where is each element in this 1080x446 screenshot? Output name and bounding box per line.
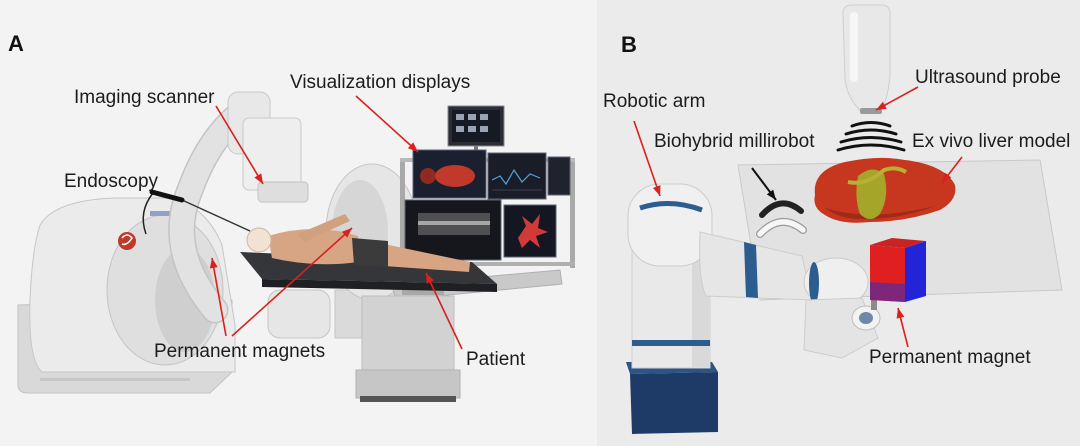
logo-mark-swirl [121,234,133,246]
label-ultrasound-probe: Ultrasound probe [915,67,1061,88]
table-edge [262,279,497,292]
arrow-patient [425,272,463,350]
millirobot-light-arc [757,219,806,237]
wave-1 [850,121,892,128]
ex-vivo-liver [814,157,956,223]
label-permanent-magnets: Permanent magnets [154,341,325,362]
arm-wrist-ring [859,312,873,324]
label-patient: Patient [466,349,526,370]
monitor-side-view [547,156,571,196]
wave-4 [836,143,906,152]
label-permanent-magnet: Permanent magnet [869,347,1031,368]
housing-label-plate [150,211,172,216]
c-arm-curve [169,98,257,322]
label-imaging-scanner: Imaging scanner [74,87,215,108]
arrow-permanent-magnet-left-head [209,258,218,269]
arrow-ex-vivo-liver-model-head [942,172,952,183]
label-endoscopy: Endoscopy [64,171,159,192]
liver-shading [825,206,935,220]
arm-wrist-shaft [871,300,877,310]
label-biohybrid-millirobot: Biohybrid millirobot [654,131,815,152]
panel-a-arrows [209,95,463,350]
ultrasound-waves [836,121,906,152]
arrow-permanent-magnet-left [211,257,227,337]
arrow-permanent-magnet-right [231,227,353,337]
monitor-liver-view-circle [420,168,436,184]
patient-figure [246,214,470,272]
millirobot-dark-arc [759,200,804,218]
probe-highlight [850,12,858,82]
arrow-robotic-arm-head [652,185,661,196]
thumb [480,114,488,120]
monitor-signal-view [487,152,547,200]
arrow-imaging-scanner [215,105,264,185]
patient-head [246,227,272,253]
label-robotic-arm: Robotic arm [603,91,705,112]
arrow-biohybrid-millirobot-head [766,189,776,200]
monitor-vessel-shape [518,214,548,248]
thumb [480,126,488,132]
wave-2 [844,128,898,136]
robotic-arm [626,183,881,434]
panel-b: B Robotic arm Biohybrid millirobot Ultra… [597,0,1080,446]
patient-shorts [352,238,388,267]
magnet-blue-band [870,282,905,302]
top-monitor-thumbnails [456,114,488,132]
label-visualization-displays: Visualization displays [290,72,470,93]
display-frame-right-post [570,160,575,268]
biohybrid-millirobot [756,200,807,238]
arm-column-ring [632,340,710,346]
arrow-robotic-arm [633,120,661,197]
magnet-blue-face [905,241,926,302]
ultrasound-probe [836,4,906,152]
patient-arm [298,214,350,242]
imaging-scanner [168,91,331,339]
arrow-patient-head [426,273,434,284]
endoscope-cable [142,192,154,235]
arrow-imaging-scanner-head [254,173,263,184]
table-base-foot [360,396,456,402]
arm-base-front [630,372,718,434]
table-pedestal [361,295,455,373]
display-frame-left-post [400,158,405,270]
display-frame-bottom-bar [400,262,575,266]
base-vent-strip [40,378,190,381]
arm-upper-link-ring [744,242,758,298]
scanner-detector [242,117,302,191]
table-base [355,369,461,399]
monitor-signal-trace [491,168,541,186]
visualization-displays [400,105,575,270]
permanent-magnet-cube [870,238,926,302]
arrow-permanent-magnet-head [896,308,905,319]
label-ex-vivo-liver-model: Ex vivo liver model [912,131,1070,152]
panel-b-letter: B [621,32,637,57]
arrow-visualization-displays [355,95,419,153]
arrow-permanent-magnet-right-head [341,228,352,238]
arrow-ultrasound-probe-head [876,101,887,110]
patient-legs [384,244,470,272]
liver-vessel [847,166,908,185]
endoscope [142,189,251,235]
thumb [468,126,476,132]
panel-a-letter: A [8,31,24,56]
panel-a: A Imaging scanner Visualization displays… [8,31,575,402]
thumb [456,126,464,132]
endoscope-handle [149,189,185,203]
arm-elbow-ring [809,262,819,304]
scanner-detector-face [257,181,309,203]
thumb [456,114,464,120]
monitor-ultrasound-band-bright [418,221,490,225]
arrow-visualization-displays-head [407,142,418,152]
panel-b-arrows [633,86,963,348]
monitor-liver-view-organ [435,165,475,187]
c-arm-lower-end [267,289,331,339]
patient-torso [268,229,358,265]
thumb [468,114,476,120]
magnet-top-face [870,238,926,248]
endoscope-shaft [181,199,251,232]
arm-shoulder-ring [639,200,703,213]
wave-3 [839,136,903,144]
